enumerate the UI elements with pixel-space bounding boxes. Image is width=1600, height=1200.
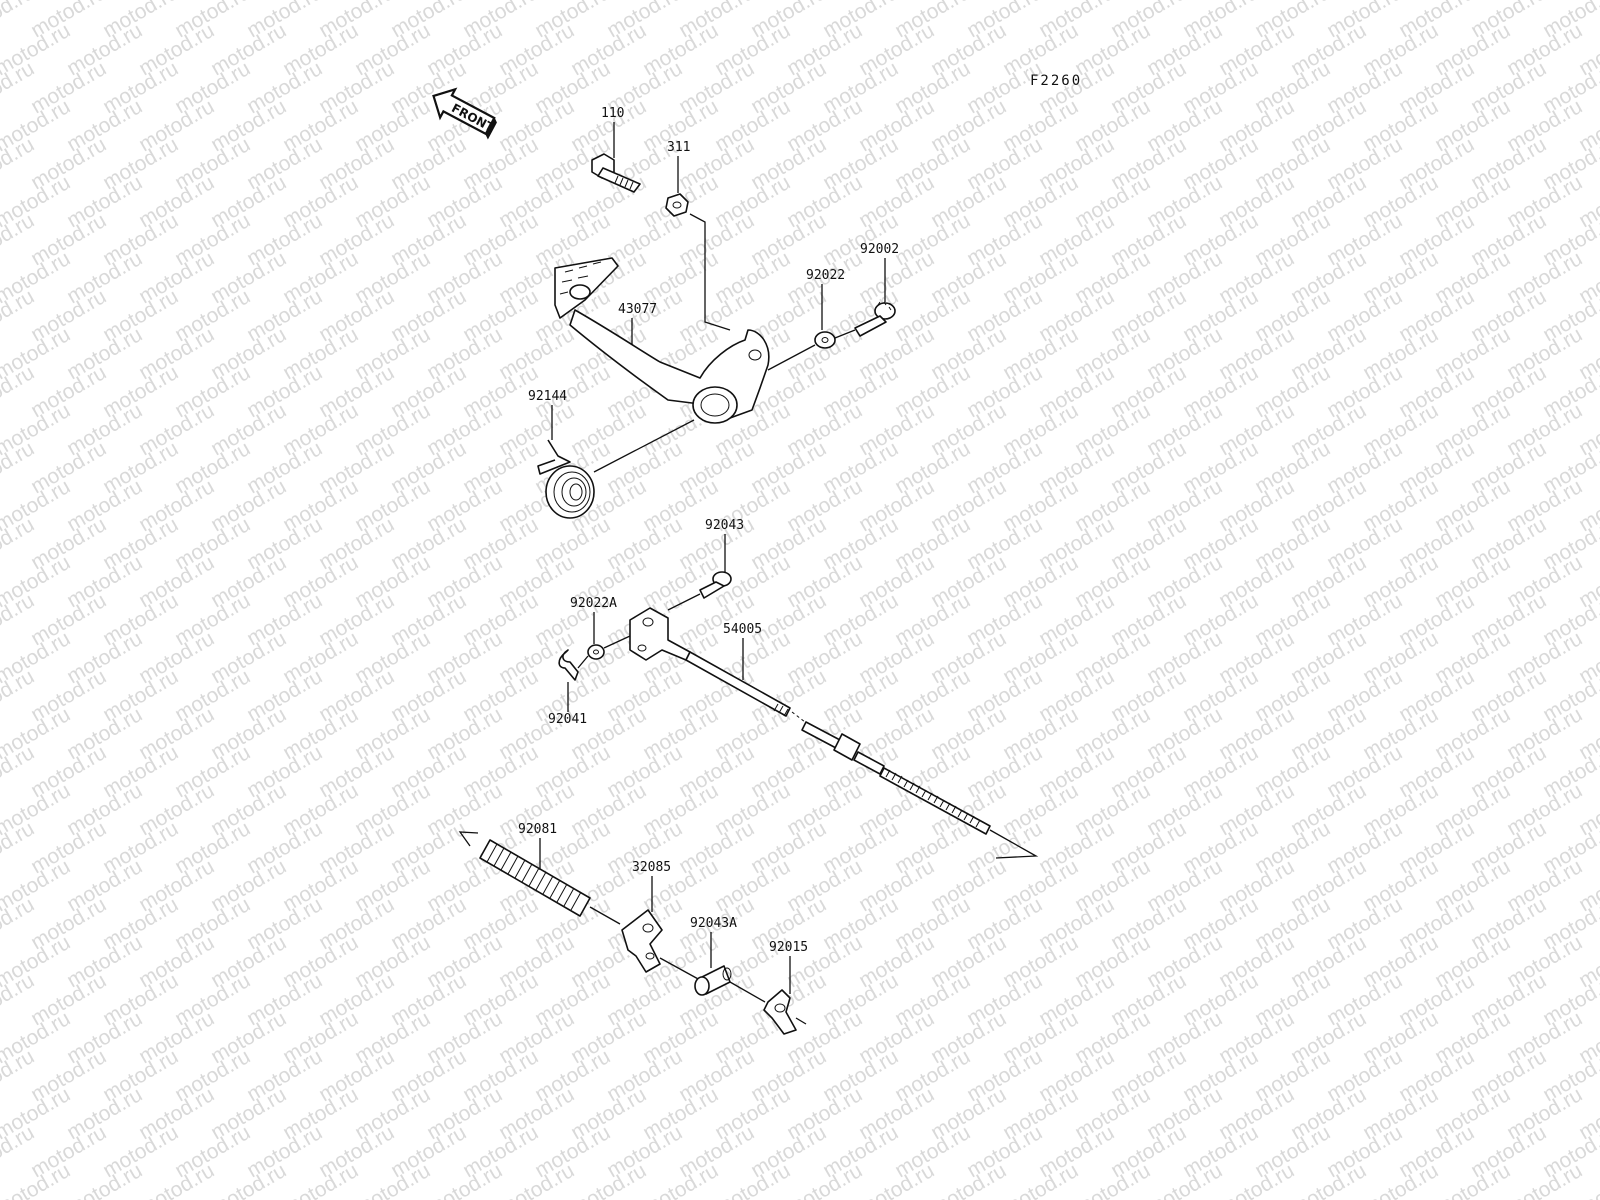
washer-92022A bbox=[587, 644, 605, 660]
axis-92015 bbox=[795, 1017, 807, 1025]
label-92041: 92041 bbox=[548, 712, 587, 727]
label-311: 311 bbox=[667, 140, 690, 155]
washer-92022 bbox=[814, 331, 836, 349]
label-43077: 43077 bbox=[618, 302, 657, 317]
label-92022A: 92022A bbox=[570, 596, 617, 611]
figure-code: F2260 bbox=[1030, 73, 1082, 89]
label-92015: 92015 bbox=[769, 940, 808, 955]
label-92144: 92144 bbox=[528, 389, 567, 404]
label-92081: 92081 bbox=[518, 822, 557, 837]
label-92043A: 92043A bbox=[690, 916, 737, 931]
label-92022: 92022 bbox=[806, 268, 845, 283]
label-110: 110 bbox=[601, 106, 624, 121]
watermark-text: motod.ru bbox=[1575, 0, 1600, 4]
label-54005: 54005 bbox=[723, 622, 762, 637]
label-92002: 92002 bbox=[860, 242, 899, 257]
label-92043: 92043 bbox=[705, 518, 744, 533]
label-32085: 32085 bbox=[632, 860, 671, 875]
